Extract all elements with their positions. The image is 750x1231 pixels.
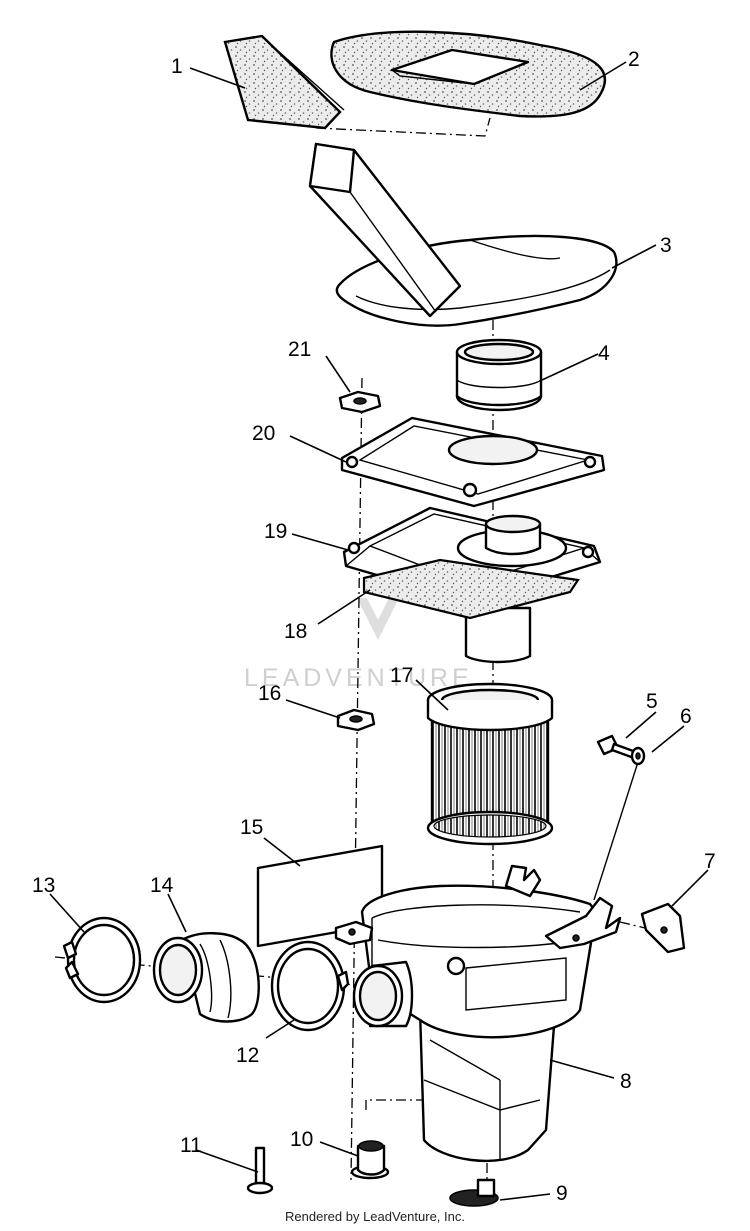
part-16-nut	[336, 708, 376, 732]
callout-18: 18	[284, 620, 307, 643]
callout-19: 19	[264, 520, 287, 543]
part-4-rubber-boot	[455, 338, 543, 412]
part-13-clamp	[62, 916, 142, 1004]
part-17-filter-element	[426, 682, 554, 846]
callout-4: 4	[598, 342, 610, 365]
leader-lines	[49, 61, 709, 1201]
part-8-air-box	[334, 864, 622, 1163]
part-2-foam-seal	[330, 30, 607, 118]
watermark-text: LEADVENTURE	[244, 664, 473, 692]
callout-12: 12	[236, 1044, 259, 1067]
part-3-intake-housing	[308, 142, 618, 327]
part-5-bolt	[596, 734, 638, 760]
callout-14: 14	[150, 874, 174, 897]
watermark: LEADVENTURE	[244, 598, 473, 692]
part-12-clamp	[270, 940, 350, 1032]
callout-8: 8	[620, 1070, 632, 1093]
part-7-bracket-clip	[640, 902, 686, 954]
part-1-foam-prefilter	[223, 34, 345, 130]
part-18-gasket	[362, 558, 580, 620]
part-6-washer	[630, 746, 646, 766]
callout-16: 16	[258, 682, 281, 705]
callout-17: 17	[390, 664, 413, 687]
part-21-nut	[338, 390, 382, 414]
part-10-grommet	[350, 1140, 390, 1180]
callout-6: 6	[680, 705, 692, 728]
callout-1: 1	[171, 55, 183, 78]
footer-credit: Rendered by LeadVenture, Inc.	[285, 1209, 465, 1224]
callout-3: 3	[660, 234, 672, 257]
part-20-cover-plate	[340, 416, 606, 508]
callout-15: 15	[240, 816, 263, 839]
callout-labels: 1 2 3 4 5 6 7 8 9 10 11 12 13 14 15 16 1…	[32, 48, 716, 1205]
callout-20: 20	[252, 422, 275, 445]
callout-21: 21	[288, 338, 311, 361]
callout-2: 2	[628, 48, 640, 71]
callout-11: 11	[180, 1134, 202, 1157]
callout-5: 5	[646, 690, 658, 713]
callout-13: 13	[32, 874, 55, 897]
callout-10: 10	[290, 1128, 313, 1151]
part-14-intake-duct	[152, 932, 260, 1023]
part-9-drain-valve	[449, 1178, 499, 1207]
callout-7: 7	[704, 850, 716, 873]
callout-9: 9	[556, 1182, 568, 1205]
